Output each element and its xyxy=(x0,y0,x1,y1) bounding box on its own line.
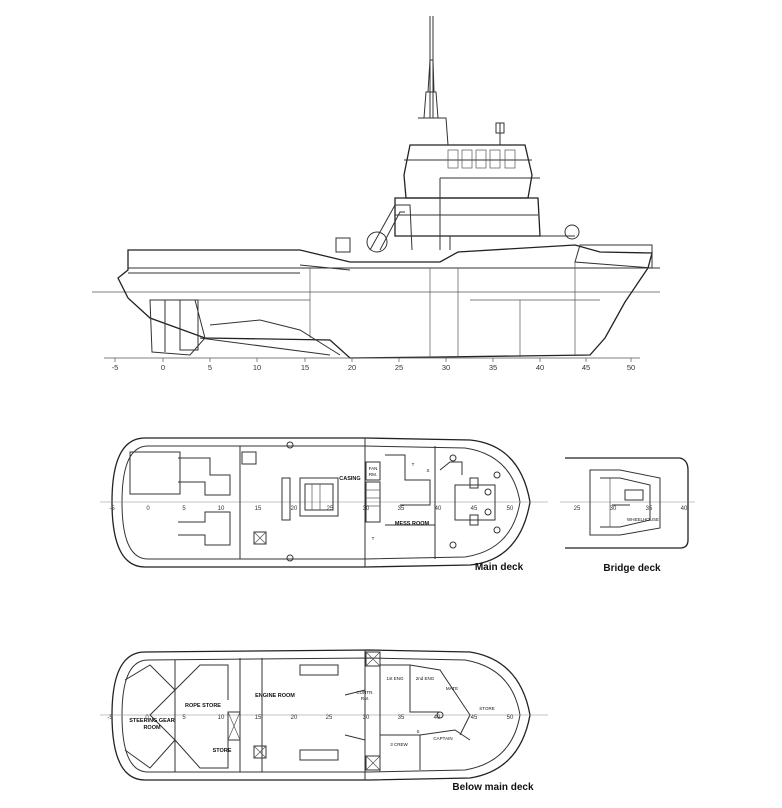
room-label-fan-room: RM. xyxy=(369,472,377,477)
below-main-deck-plan: STEERING GEAR ROOM ROPE STORE STORE ENGI… xyxy=(100,649,548,793)
room-label-engine-room: ENGINE ROOM xyxy=(255,693,295,699)
room-label-store-aft: STORE xyxy=(213,748,232,754)
frame-label: 50 xyxy=(627,363,635,372)
room-label-toilet: T xyxy=(412,462,415,467)
frame-label: 0 xyxy=(161,363,165,372)
hull-profile xyxy=(104,244,660,362)
frame-label: 10 xyxy=(253,363,261,372)
room-label-steering-gear-room: ROOM xyxy=(143,725,161,731)
frame-label: 45 xyxy=(582,363,590,372)
frame-label: 15 xyxy=(301,363,309,372)
frame-label: -5 xyxy=(107,715,113,721)
frame-label: 40 xyxy=(536,363,544,372)
frame-label: 50 xyxy=(507,506,514,512)
frame-label: 35 xyxy=(398,715,405,721)
frame-label: 30 xyxy=(442,363,450,372)
room-label-captain: CAPTAIN xyxy=(433,736,452,741)
frame-label: 20 xyxy=(291,715,298,721)
bridge-deck-frame-scale: 25 30 35 40 xyxy=(574,506,688,512)
frame-label: 15 xyxy=(255,715,262,721)
frame-label: 45 xyxy=(471,715,478,721)
superstructure-profile xyxy=(369,177,575,251)
frame-label: 40 xyxy=(434,715,441,721)
room-label-rope-store: ROPE STORE xyxy=(185,703,221,709)
frame-label: 30 xyxy=(363,715,370,721)
frame-label: 25 xyxy=(326,715,333,721)
frame-label: 5 xyxy=(182,715,186,721)
main-deck-title: Main deck xyxy=(475,562,524,573)
bridge-deck-title: Bridge deck xyxy=(603,563,661,574)
frame-label: 25 xyxy=(327,506,334,512)
frame-label: -5 xyxy=(112,363,119,372)
frame-label: 0 xyxy=(145,715,149,721)
room-label-casing: CASING xyxy=(339,476,360,482)
frame-label: -5 xyxy=(109,506,115,512)
below-deck-frame-scale: -5 0 5 10 15 20 25 30 35 40 45 50 xyxy=(107,715,514,721)
room-label-shower: S xyxy=(426,468,429,473)
frame-label: 30 xyxy=(363,506,370,512)
frame-label: 30 xyxy=(610,506,617,512)
main-deck-frame-scale: -5 0 5 10 15 20 25 30 35 40 45 50 xyxy=(109,506,514,512)
main-deck-plan: CASING FAN RM. T S T MESS ROOM -5 0 5 10… xyxy=(100,437,548,573)
frame-label: 5 xyxy=(182,506,186,512)
frame-label: 50 xyxy=(507,715,514,721)
room-label-shower: S xyxy=(416,729,419,734)
winch-equipment xyxy=(335,224,580,253)
wheelhouse-profile xyxy=(403,117,533,199)
frame-label: 5 xyxy=(208,363,212,372)
frame-label: 35 xyxy=(398,506,405,512)
room-label-control-room: CONTR. xyxy=(356,690,373,695)
frame-label: 20 xyxy=(291,506,298,512)
frame-label: 35 xyxy=(489,363,497,372)
room-label-wheelhouse: WHEELHOUSE xyxy=(627,517,659,522)
room-label-2nd-engineer: 2nd ENG xyxy=(416,676,435,681)
bridge-deck-outline xyxy=(565,457,689,549)
bridge-deck-plan: WHEELHOUSE 25 30 35 40 Bridge deck xyxy=(560,457,695,574)
side-profile-view: -5 0 5 10 15 20 25 30 35 40 45 50 xyxy=(92,16,660,372)
main-deck-hull-outline xyxy=(111,437,531,568)
room-label-fan-room: FAN xyxy=(369,466,378,471)
below-deck-hull-outline xyxy=(111,649,531,781)
mast xyxy=(423,16,439,119)
room-label-toilet: T xyxy=(372,536,375,541)
room-label-mate: MATE xyxy=(446,686,458,691)
frame-label: 40 xyxy=(681,506,688,512)
frame-label: 40 xyxy=(435,506,442,512)
frame-label: 25 xyxy=(574,506,581,512)
room-label-control-room: RM. xyxy=(361,696,369,701)
frame-label: 10 xyxy=(218,715,225,721)
room-label-store-fwd: STORE xyxy=(479,706,494,711)
room-label-3-crew: 3 CREW xyxy=(390,742,408,747)
frame-label: 35 xyxy=(646,506,653,512)
frame-label: 45 xyxy=(471,506,478,512)
frame-label: 20 xyxy=(348,363,356,372)
frame-label: 0 xyxy=(146,506,150,512)
room-label-mess-room: MESS ROOM xyxy=(395,521,430,527)
side-frame-scale: -5 0 5 10 15 20 25 30 35 40 45 50 xyxy=(112,363,636,372)
frame-label: 25 xyxy=(395,363,403,372)
frame-label: 15 xyxy=(255,506,262,512)
room-label-1st-engineer: 1st ENG xyxy=(386,676,404,681)
below-main-deck-title: Below main deck xyxy=(452,782,534,793)
room-label-steering-gear-room: STEERING GEAR xyxy=(129,718,175,724)
frame-label: 10 xyxy=(218,506,225,512)
